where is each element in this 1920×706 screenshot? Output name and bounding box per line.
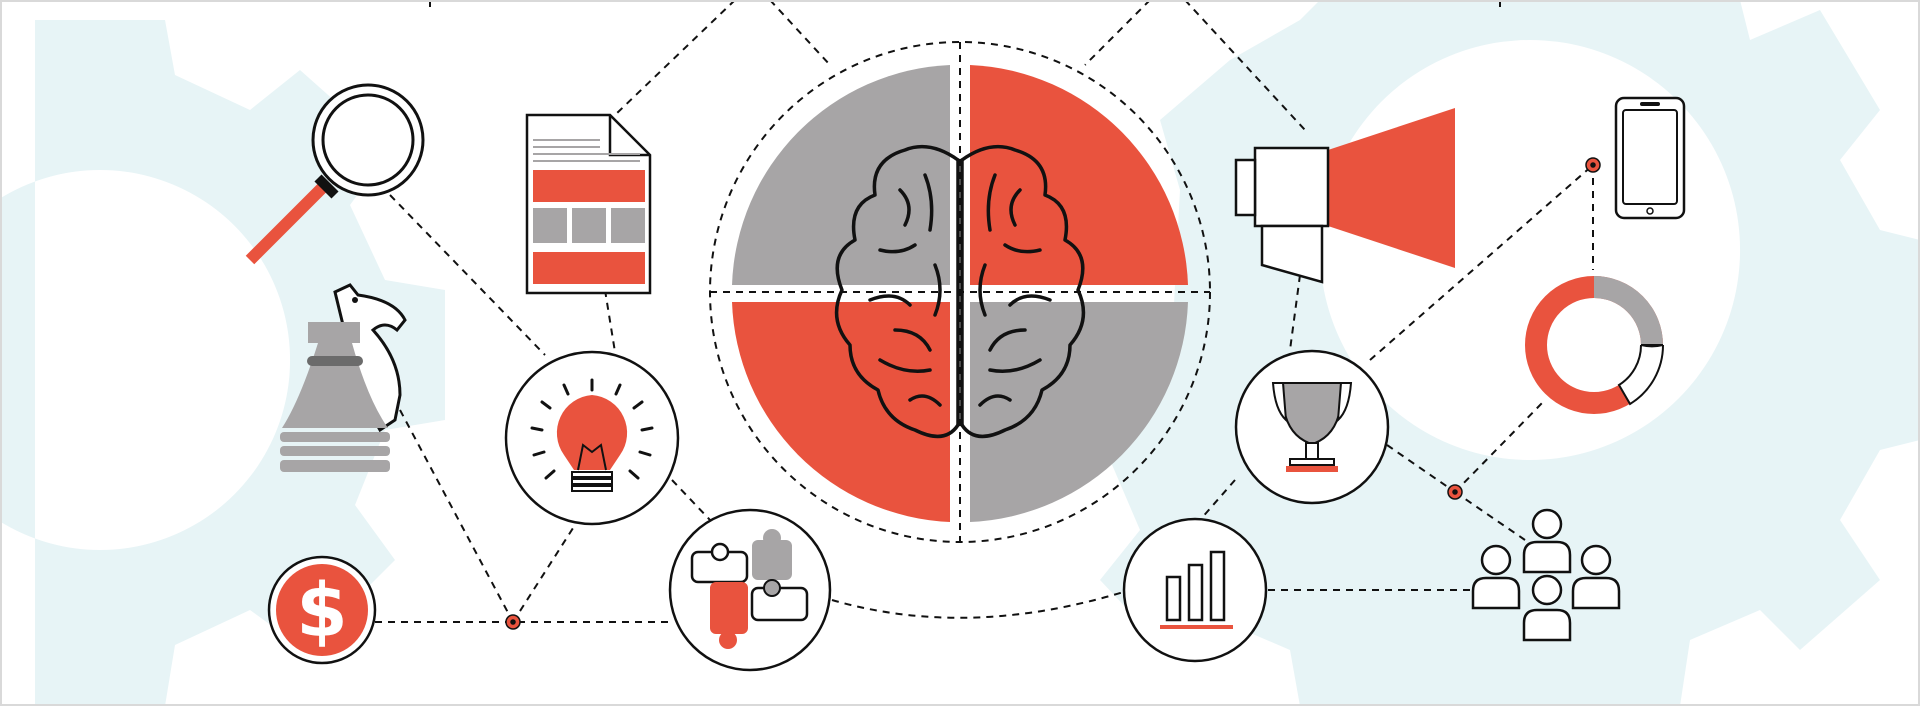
chess-pieces-icon bbox=[280, 283, 407, 472]
puzzle-icon bbox=[668, 508, 832, 672]
magnifier-icon bbox=[245, 83, 425, 265]
brain-quadrant-disk bbox=[732, 65, 1188, 522]
dollar-coin-icon: $ bbox=[267, 555, 377, 665]
bar-chart-icon bbox=[1122, 517, 1268, 663]
megaphone-icon bbox=[1234, 108, 1455, 284]
people-group-icon bbox=[1471, 508, 1621, 642]
document-icon bbox=[525, 113, 652, 295]
connector-nodes bbox=[505, 157, 1601, 630]
dollar-sign: $ bbox=[296, 568, 348, 654]
brain-icon bbox=[834, 144, 1086, 439]
trophy-icon bbox=[1234, 349, 1390, 505]
connector-lines bbox=[375, 0, 1594, 623]
lightbulb-icon bbox=[504, 350, 680, 526]
smartphone-icon bbox=[1614, 96, 1686, 220]
donut-chart-icon bbox=[1525, 276, 1665, 414]
